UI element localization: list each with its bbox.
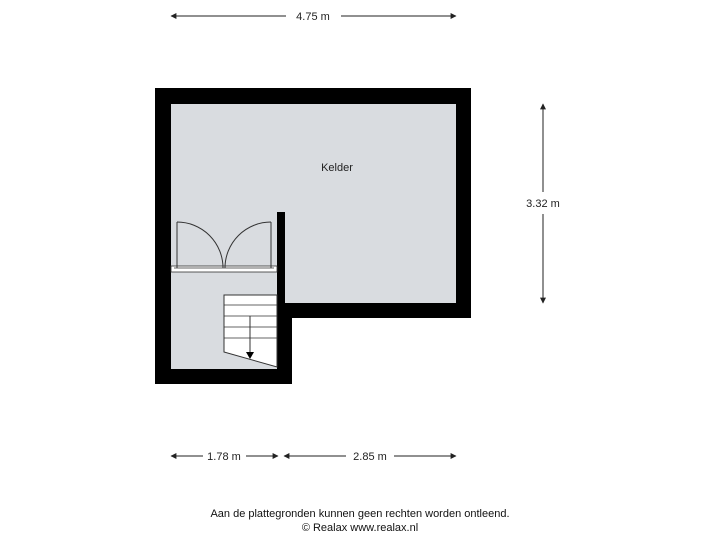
dimension-top: 4.75 m bbox=[170, 11, 457, 23]
copyright-text: © Realax www.realax.nl bbox=[301, 522, 419, 534]
dimension-bottom-left: 1.78 m bbox=[170, 451, 279, 463]
stair-direction-arrow bbox=[246, 352, 254, 359]
staircase bbox=[223, 294, 278, 368]
floor-area bbox=[171, 104, 456, 369]
dimension-bottom-right-label: 2.85 m bbox=[353, 451, 387, 463]
dimension-right-label: 3.32 m bbox=[526, 198, 560, 210]
dimension-bottom-right: 2.85 m bbox=[283, 451, 457, 463]
dimension-top-label: 4.75 m bbox=[296, 11, 330, 23]
dimension-bottom-left-label: 1.78 m bbox=[207, 451, 241, 463]
room-label-kelder: Kelder bbox=[321, 162, 353, 174]
dimension-right: 3.32 m bbox=[526, 103, 560, 304]
double-door bbox=[170, 221, 278, 273]
disclaimer-text: Aan de plattegronden kunnen geen rechten… bbox=[210, 508, 510, 520]
partition-wall bbox=[277, 212, 285, 303]
